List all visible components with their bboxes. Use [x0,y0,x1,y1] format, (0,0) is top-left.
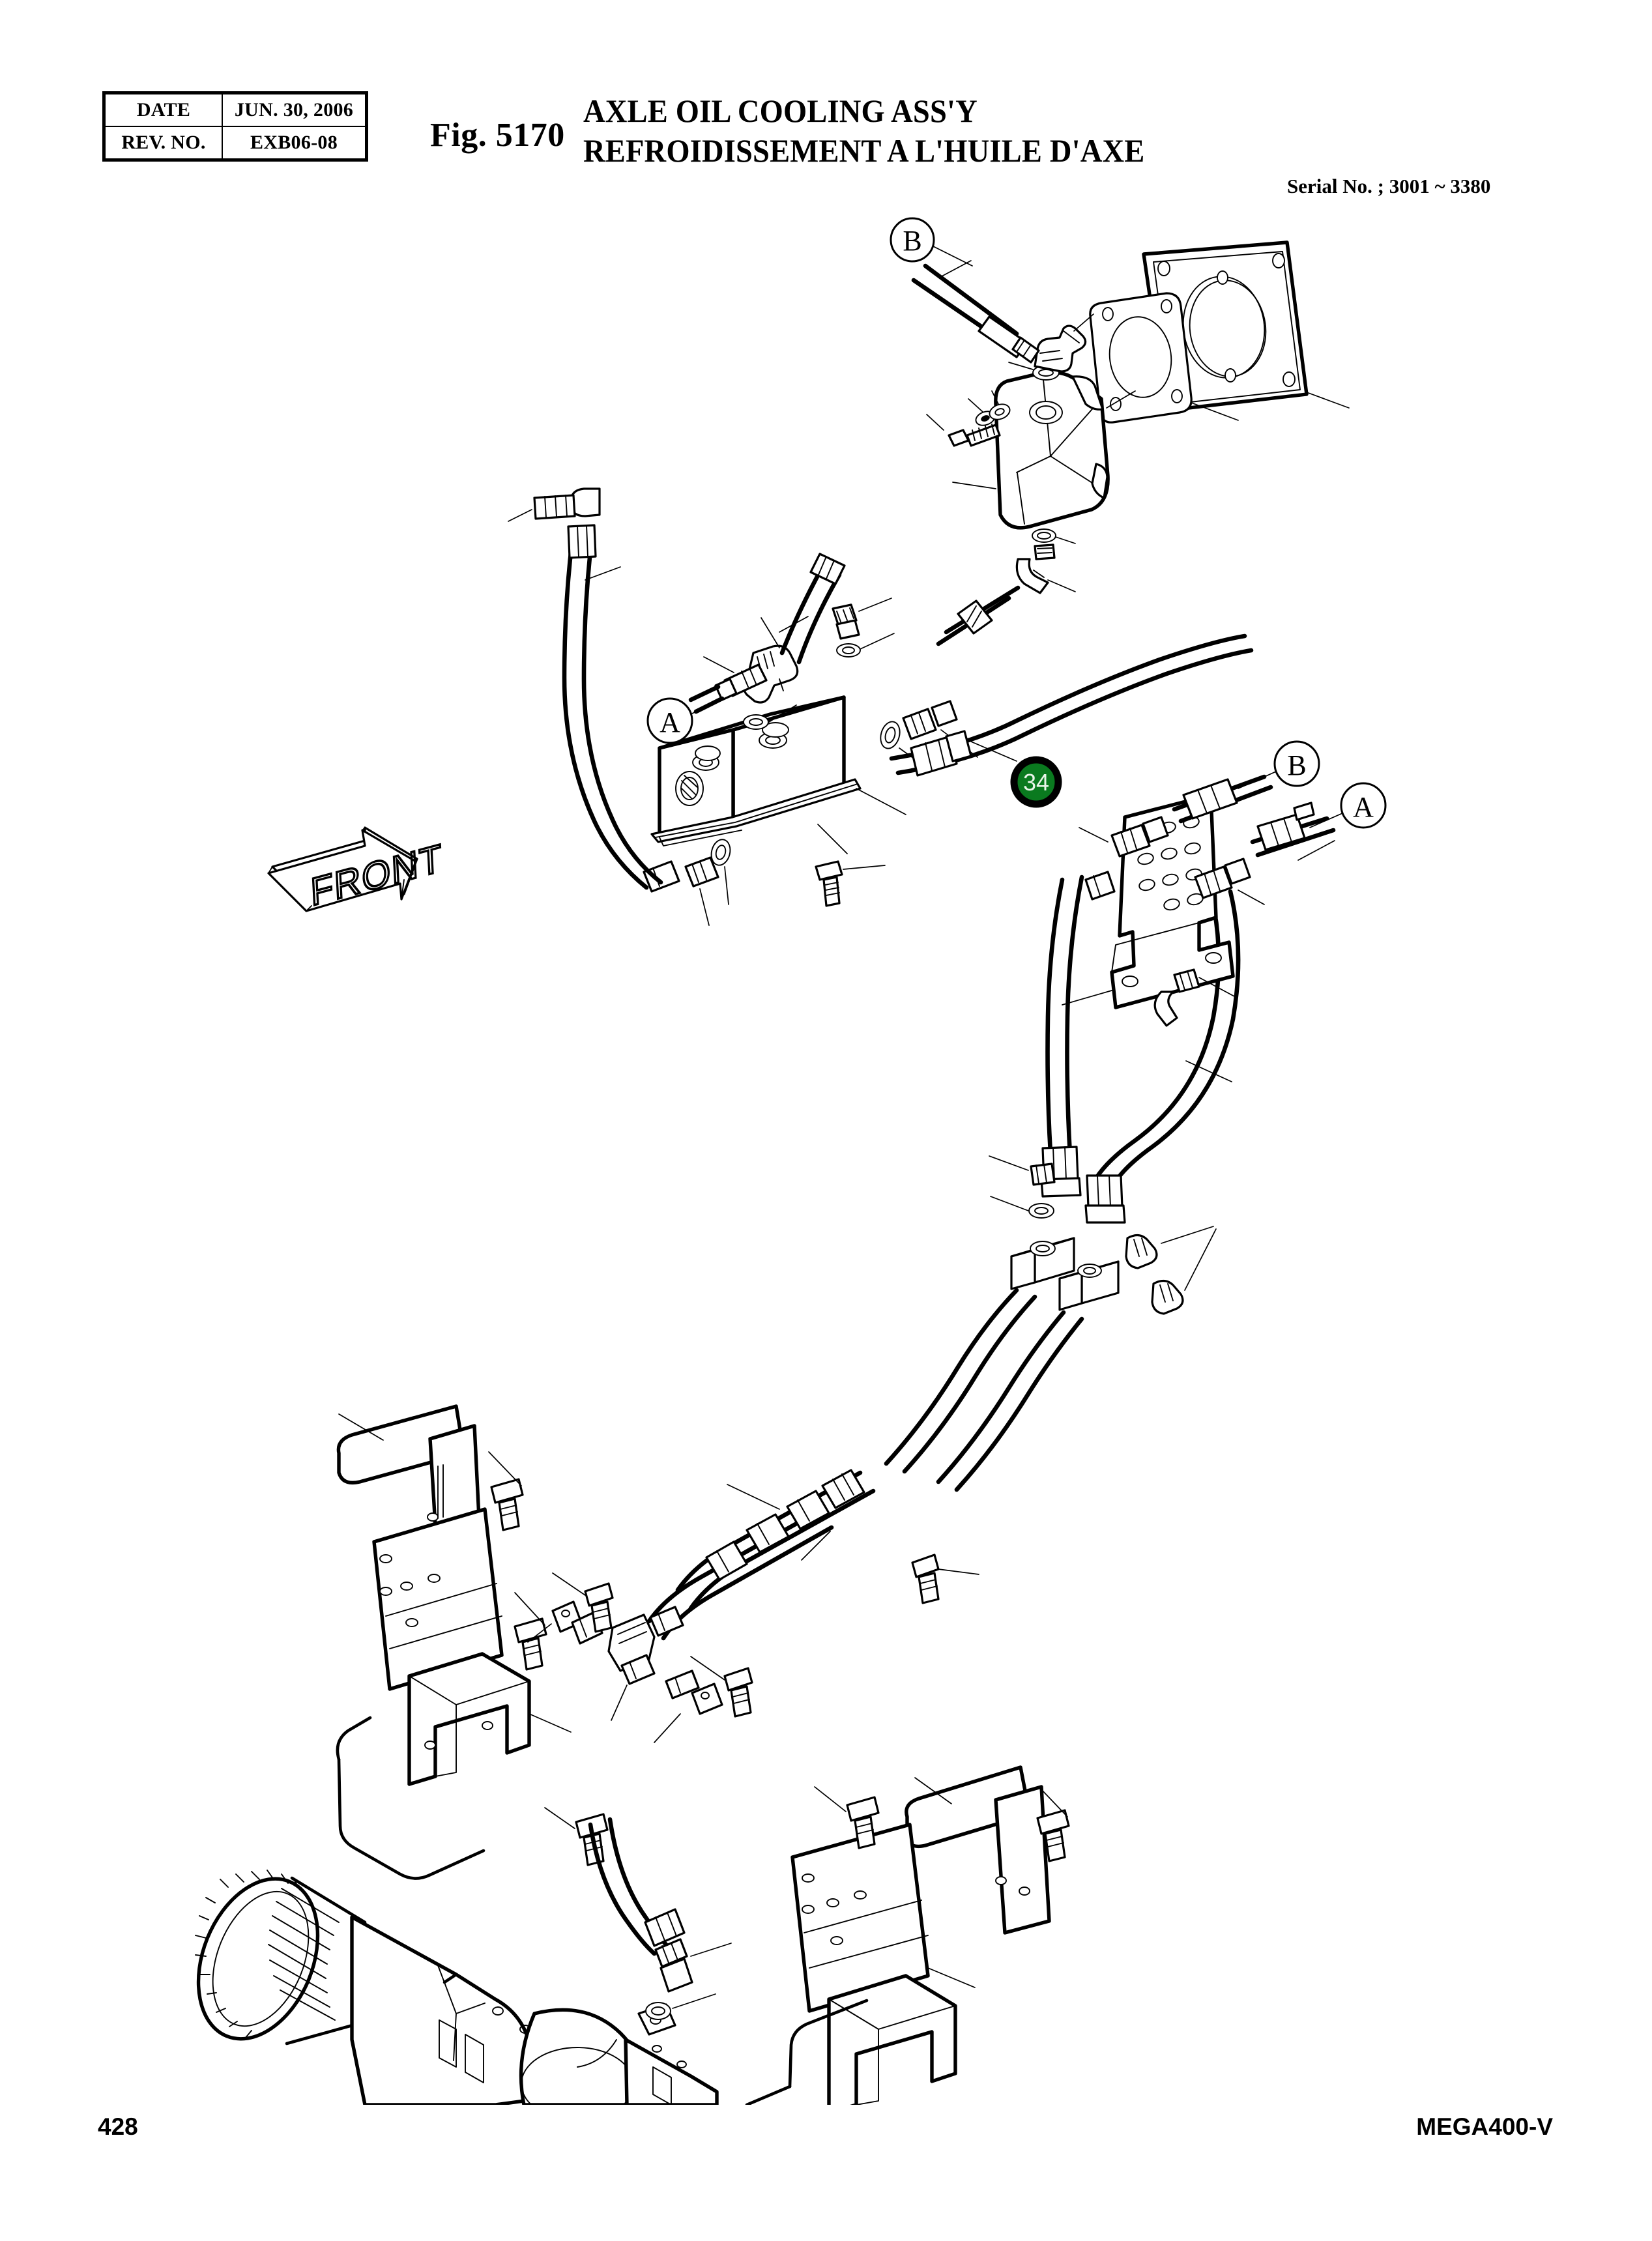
reference-balloon-b-top: B [890,217,935,263]
balloon-label: A [659,706,680,738]
perforated-bracket-group: B A [1062,740,1387,1027]
right-channel-bracket [827,1974,957,2105]
front-direction-arrow: FRONT [267,826,445,916]
table-row: REV. NO. EXB06-08 [103,126,368,161]
upper-port-fittings: B [890,217,1094,381]
balloon-label: A [1353,791,1374,823]
lower-port-fittings [936,528,1076,646]
base-plate [372,1507,504,1691]
callout-item-34: 34 [1010,756,1062,808]
lower-channel-bracket [407,1652,572,1786]
figure-number: Fig. 5170 [430,117,565,154]
right-axle-tube [624,2003,719,2105]
serial-number-range: Serial No. ; 3001 ~ 3380 [1287,175,1491,197]
hose-ferrule-upper [978,315,1040,364]
tube-clamps [527,1572,753,1743]
tube-lines-assembly [527,1469,979,1743]
axle-housing-assembly [195,1817,732,2105]
right-lower-bracket-assembly [745,1765,1070,2105]
tube-loop-left [336,1716,485,1880]
manifold-plug-top [832,598,895,658]
tube-union-nuts [705,1469,865,1581]
page-number: 428 [98,2113,138,2140]
reference-balloon-b-bracket: B [1273,740,1320,787]
elbow-fitting-upper [1034,313,1094,373]
balloon-label: B [1287,749,1306,781]
pump-motor-group: B [890,217,1350,646]
manifold-fitting-bottom-left [643,839,731,926]
reference-balloon-a-manifold: A [646,697,693,744]
table-row: DATE JUN. 30, 2006 [103,92,368,127]
page-title: AXLE OIL COOLING ASS'Y REFROIDISSEMENT A… [583,91,1187,171]
connector-blocks [989,1155,1217,1315]
rev-no-label: REV. NO. [103,126,223,161]
model-designation: MEGA400-V [1416,2113,1553,2140]
bracket-bolts-right [814,1786,1070,1862]
left-planetary-hub [195,1870,367,2046]
left-bracket-assembly [336,1404,609,1880]
manifold-block-group: A [643,598,978,926]
hose-end-top-left [508,487,601,559]
bolt-and-washers-upper [926,390,1011,447]
right-vertical-plate [994,1785,1051,1935]
date-value: JUN. 30, 2006 [222,92,368,127]
page-header: DATE JUN. 30, 2006 REV. NO. EXB06-08 Fig… [0,0,1652,215]
balloon-label: B [903,225,921,257]
tube-loop-right [745,1999,869,2105]
reference-balloon-a-bracket: A [1340,782,1387,829]
hydraulic-hoses [508,487,1254,1492]
axle-center-housing [350,1915,646,2105]
hose-ferrule-34 [910,730,972,777]
manifold-fitting-left: A [646,656,768,744]
bracket-fittings: B A [1079,740,1387,1027]
title-french: REFROIDISSEMENT A L'HUILE D'AXE [583,132,1145,169]
bracket-bolts-left [488,1451,609,1866]
upper-right-bolt [911,1554,979,1604]
exploded-assembly-drawing: B [0,215,1652,2105]
rev-no-value: EXB06-08 [222,126,368,161]
tee-junction [607,1606,684,1721]
manifold-fittings-right [880,700,978,772]
title-english: AXLE OIL COOLING ASS'Y [583,93,978,129]
revision-table: DATE JUN. 30, 2006 REV. NO. EXB06-08 [102,91,368,162]
wheel-studs-left [195,1870,310,2039]
callout-number: 34 [1023,769,1049,796]
axle-port-fitting [588,1817,732,2020]
manifold-bolt [815,860,886,907]
date-label: DATE [103,92,223,127]
